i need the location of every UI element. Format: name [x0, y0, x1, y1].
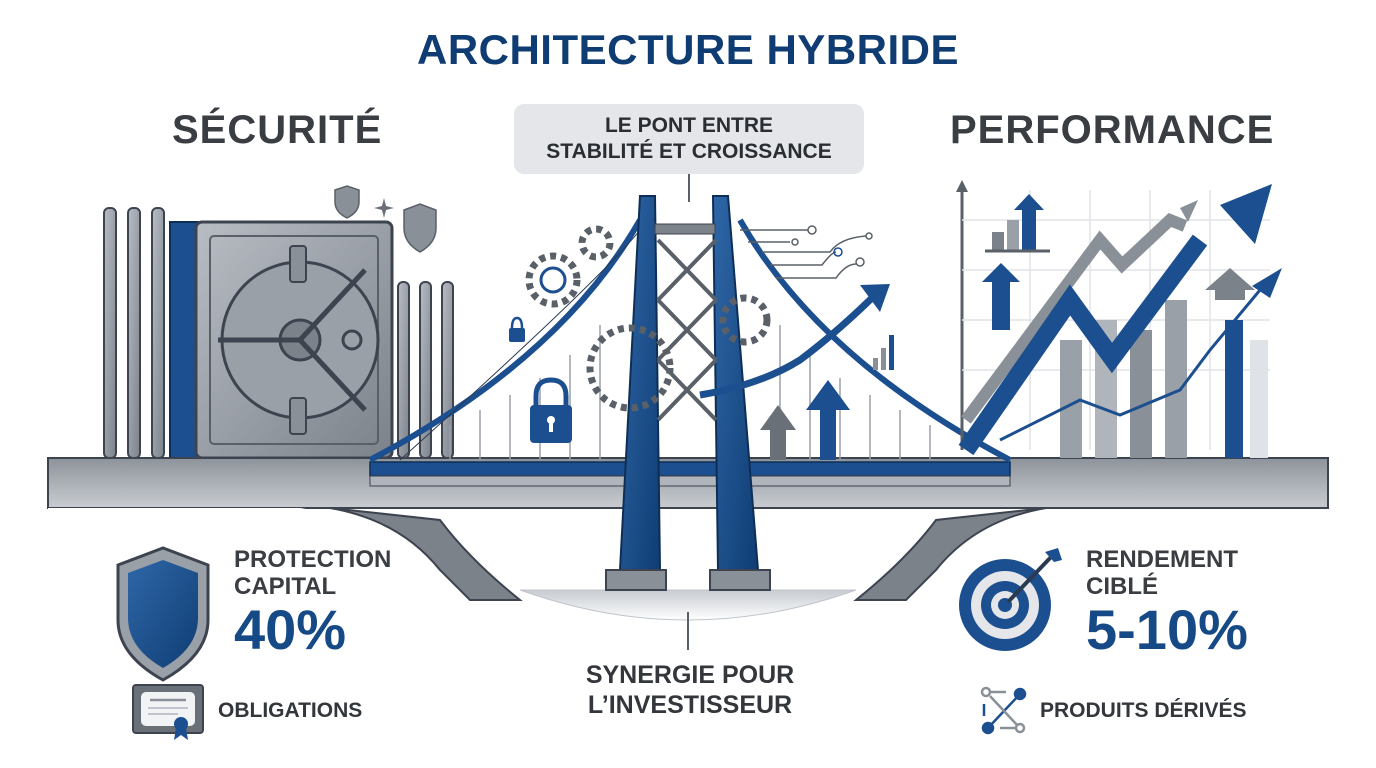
sparkle-icon — [374, 198, 394, 218]
protection-shield-icon — [116, 546, 210, 682]
mini-bars-icon — [873, 335, 894, 370]
growth-chart-icon — [956, 180, 1282, 458]
yield-label-2: CIBLÉ — [1086, 573, 1158, 600]
gear-icon — [525, 225, 771, 412]
arrow-up-icon — [699, 284, 890, 460]
bridge-caption-bubble: LE PONT ENTRE STABILITÉ ET CROISSANCE — [514, 104, 864, 174]
protection-label-2: CAPITAL — [234, 573, 337, 600]
synergy-caption: SYNERGIE POUR L’INVESTISSEUR — [540, 660, 840, 720]
security-title: SÉCURITÉ — [172, 108, 383, 152]
bubble-line-1: LE PONT ENTRE — [604, 114, 773, 137]
yield-label-1: RENDEMENT — [1086, 546, 1239, 573]
derivatives-label: PRODUITS DÉRIVÉS — [1040, 699, 1247, 722]
bubble-line-2: STABILITÉ ET CROISSANCE — [546, 140, 832, 163]
synergy-line-1: SYNERGIE POUR — [585, 661, 795, 689]
bridge-icon — [368, 218, 1012, 463]
obligations-label: OBLIGATIONS — [218, 699, 363, 722]
certificate-icon — [132, 684, 204, 740]
derivatives-icon — [980, 686, 1027, 735]
target-icon — [959, 548, 1062, 651]
page-title: ARCHITECTURE HYBRIDE — [416, 26, 959, 73]
protection-stat: PROTECTION CAPITAL 40% — [234, 546, 391, 660]
vault-icon — [169, 220, 394, 460]
circuit-icon — [740, 225, 873, 279]
bubble-connector — [688, 174, 690, 202]
lock-icon — [509, 316, 572, 443]
yield-value: 5-10% — [1086, 598, 1248, 661]
protection-label-1: PROTECTION — [234, 546, 392, 573]
shield-icon — [334, 185, 437, 253]
yield-stat: RENDEMENT CIBLÉ 5-10% — [1086, 546, 1248, 660]
bridge-tower — [605, 195, 771, 591]
synergy-line-2: L’INVESTISSEUR — [587, 691, 793, 719]
protection-value: 40% — [234, 598, 347, 661]
performance-title: PERFORMANCE — [950, 108, 1275, 152]
